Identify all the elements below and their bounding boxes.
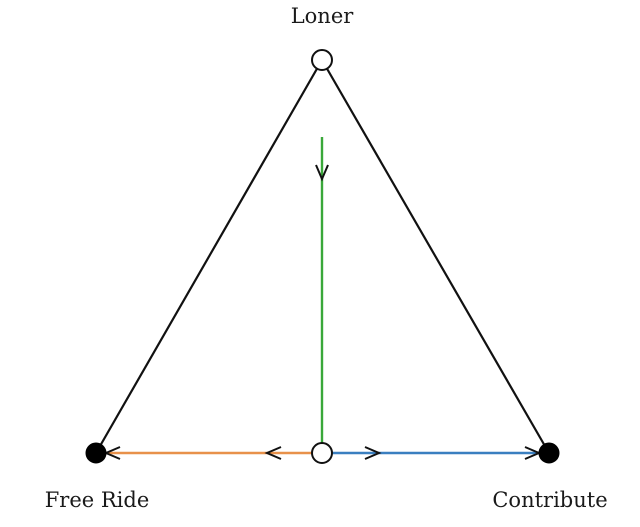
edge-loner-contribute (321, 59, 550, 454)
free-ride-node (85, 442, 107, 464)
free-ride-label: Free Ride (45, 488, 150, 512)
midpoint-node (311, 442, 333, 464)
loner-label: Loner (291, 4, 355, 28)
contribute-node (538, 442, 560, 464)
contribute-label: Contribute (492, 488, 607, 512)
loner-node (311, 49, 333, 71)
arrow-head-left-mid (264, 446, 282, 460)
arrow-head-down (315, 164, 329, 182)
edge-loner-free-ride (95, 59, 323, 454)
arrow-head-right-mid (364, 446, 382, 460)
